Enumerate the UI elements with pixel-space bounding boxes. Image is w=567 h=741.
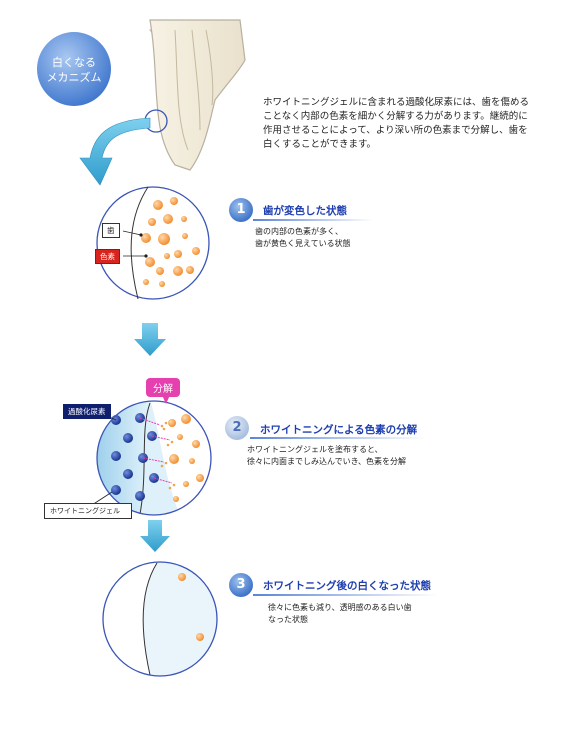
- intro-line: ホワイトニングジェルに含まれる過酸化尿素には、歯を傷める: [263, 97, 530, 108]
- step3-desc-line: なった状態: [268, 615, 308, 624]
- step3-description: 徐々に色素も減り、透明感のある白い歯 なった状態: [268, 602, 412, 626]
- step-number-1: 1: [229, 198, 253, 222]
- step-number-3: 3: [229, 573, 253, 597]
- step2-desc-line: 徐々に内面までしみ込んでいき、色素を分解: [247, 457, 407, 466]
- step1-underline: [253, 219, 373, 221]
- intro-line: 白くすることができます。: [263, 139, 377, 150]
- bubble-line1: 白くなる: [52, 56, 96, 69]
- curved-arrow: [79, 117, 151, 186]
- step1-desc-line: 歯が黄色く見えている状態: [255, 239, 351, 248]
- step1-desc-line: 歯の内部の色素が多く、: [255, 227, 343, 236]
- decompose-badge: 分解: [146, 378, 180, 397]
- mechanism-bubble-label: 白くなる メカニズム: [37, 55, 111, 85]
- step3-desc-line: 徐々に色素も減り、透明感のある白い歯: [268, 603, 412, 612]
- step-number-2: 2: [225, 416, 249, 440]
- step3-circle: [102, 561, 218, 677]
- step3-underline: [253, 594, 438, 596]
- down-arrow: [134, 323, 166, 356]
- down-arrow: [140, 520, 170, 552]
- step2-desc-line: ホワイトニングジェルを塗布すると、: [247, 445, 383, 454]
- tooth-label: 歯: [102, 223, 120, 238]
- step2-underline: [250, 437, 425, 439]
- mechanism-bubble: [37, 32, 111, 106]
- intro-line: 作用させることによって、より深い所の色素まで分解し、歯を: [263, 125, 528, 136]
- gel-label: ホワイトニングジェル: [44, 503, 132, 519]
- bubble-line2: メカニズム: [46, 71, 102, 84]
- tooth-illustration: [144, 19, 246, 171]
- step1-title: 歯が変色した状態: [263, 205, 347, 217]
- pigment-label: 色素: [95, 249, 120, 264]
- intro-line: ことなく内部の色素を細かく分解する力があります。継続的に: [263, 111, 528, 122]
- step2-title: ホワイトニングによる色素の分解: [260, 424, 418, 436]
- step1-description: 歯の内部の色素が多く、 歯が黄色く見えている状態: [255, 226, 351, 250]
- step3-title: ホワイトニング後の白くなった状態: [263, 580, 431, 592]
- step2-description: ホワイトニングジェルを塗布すると、 徐々に内面までしみ込んでいき、色素を分解: [247, 444, 406, 468]
- intro-paragraph: ホワイトニングジェルに含まれる過酸化尿素には、歯を傷める ことなく内部の色素を細…: [263, 96, 553, 152]
- peroxide-label: 過酸化尿素: [63, 404, 111, 419]
- step2-circle: [91, 395, 212, 516]
- step1-circle: [96, 186, 210, 300]
